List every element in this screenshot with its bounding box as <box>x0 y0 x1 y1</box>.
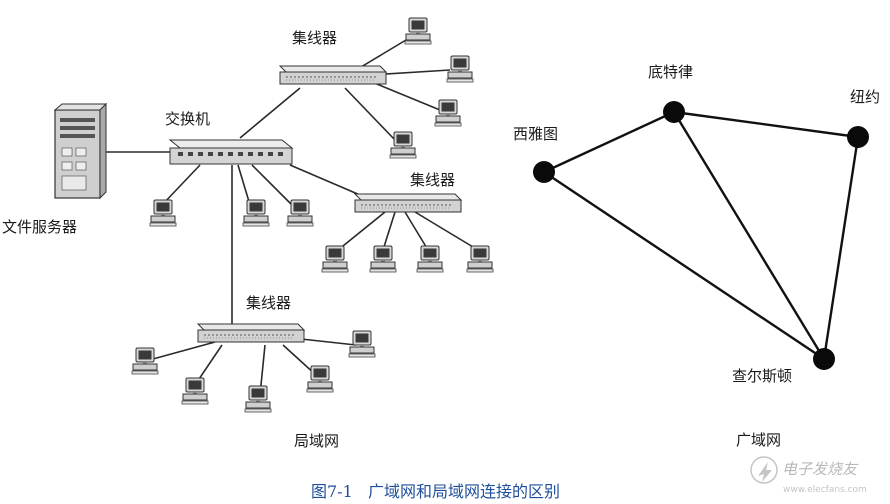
wan-node-newyork <box>847 126 869 148</box>
computer-icon <box>181 377 209 405</box>
computer-icon <box>131 347 159 375</box>
computer-icon <box>404 17 432 45</box>
file-server-label: 文件服务器 <box>2 218 77 236</box>
computer-icon <box>389 131 417 159</box>
wan-label: 广域网 <box>736 431 781 449</box>
wan-node-label: 底特律 <box>648 63 693 81</box>
computer-icon <box>446 55 474 83</box>
hub-bottom-icon <box>197 323 305 343</box>
computer-icon <box>434 99 462 127</box>
hub-top-icon <box>279 65 387 85</box>
wan-nodes <box>533 101 869 370</box>
file-server-icon <box>53 102 108 200</box>
computer-icon <box>321 245 349 273</box>
watermark: 电子发烧友 www.elecfans.com <box>750 456 867 495</box>
switch-label: 交换机 <box>165 110 210 128</box>
hub-bottom-label: 集线器 <box>246 294 291 312</box>
wan-node-label: 查尔斯顿 <box>732 367 792 385</box>
hub-top-label: 集线器 <box>292 29 337 47</box>
computer-icon <box>149 199 177 227</box>
lan-label: 局域网 <box>294 432 339 450</box>
watermark-text: 电子发烧友 <box>782 460 859 478</box>
hub-right-icon <box>354 193 462 213</box>
switch-icon <box>168 139 294 165</box>
wan-node-label: 西雅图 <box>513 125 558 143</box>
wan-node-label: 纽约 <box>850 88 880 106</box>
wan-node-charleston <box>813 348 835 370</box>
lan-links <box>100 39 479 396</box>
wan-links <box>543 110 860 360</box>
computer-icon <box>286 199 314 227</box>
wan-node-seattle <box>533 161 555 183</box>
computer-icon <box>348 330 376 358</box>
computer-icon <box>306 365 334 393</box>
watermark-url: www.elecfans.com <box>783 485 867 495</box>
computer-icon <box>416 245 444 273</box>
computer-icon <box>242 199 270 227</box>
computer-icon <box>466 245 494 273</box>
wan-node-detroit <box>663 101 685 123</box>
hub-right-label: 集线器 <box>410 171 455 189</box>
figure-caption: 图7-1 广域网和局域网连接的区别 <box>311 482 560 501</box>
computer-icon <box>244 385 272 413</box>
computer-icon <box>369 245 397 273</box>
